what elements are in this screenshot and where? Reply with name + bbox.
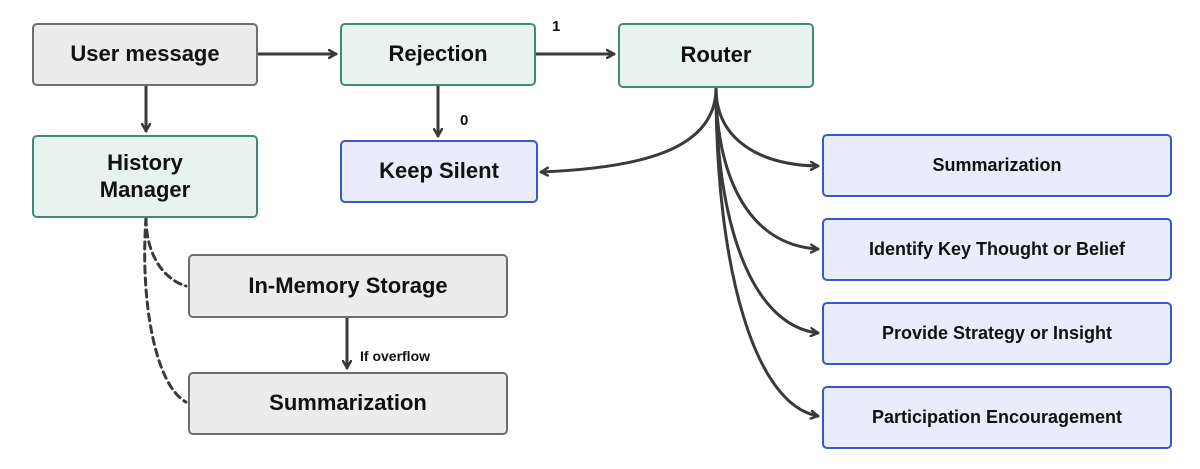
edge-router-to-strategy <box>714 86 820 333</box>
node-in-memory-storage: In-Memory Storage <box>188 254 508 318</box>
edge-label-if-overflow: If overflow <box>360 348 431 364</box>
edge-router-to-participation <box>714 86 820 416</box>
edge-router-to-silent <box>539 86 718 172</box>
edge-label-1: 1 <box>552 18 561 35</box>
node-provide-strategy: Provide Strategy or Insight <box>822 302 1172 365</box>
edge-history-to-storage <box>144 216 188 288</box>
node-participation-encouragement: Participation Encouragement <box>822 386 1172 449</box>
edge-label-0: 0 <box>460 112 469 129</box>
node-user-message: User message <box>32 23 258 86</box>
node-summarization-storage: Summarization <box>188 372 508 435</box>
node-keep-silent: Keep Silent <box>340 140 538 203</box>
node-history-manager: History Manager <box>32 135 258 218</box>
node-summarization-route: Summarization <box>822 134 1172 197</box>
node-router: Router <box>618 23 814 88</box>
node-rejection: Rejection <box>340 23 536 86</box>
node-identify-key-thought: Identify Key Thought or Belief <box>822 218 1172 281</box>
edge-router-to-summarization <box>714 86 820 166</box>
edge-history-to-summarization <box>143 216 188 404</box>
